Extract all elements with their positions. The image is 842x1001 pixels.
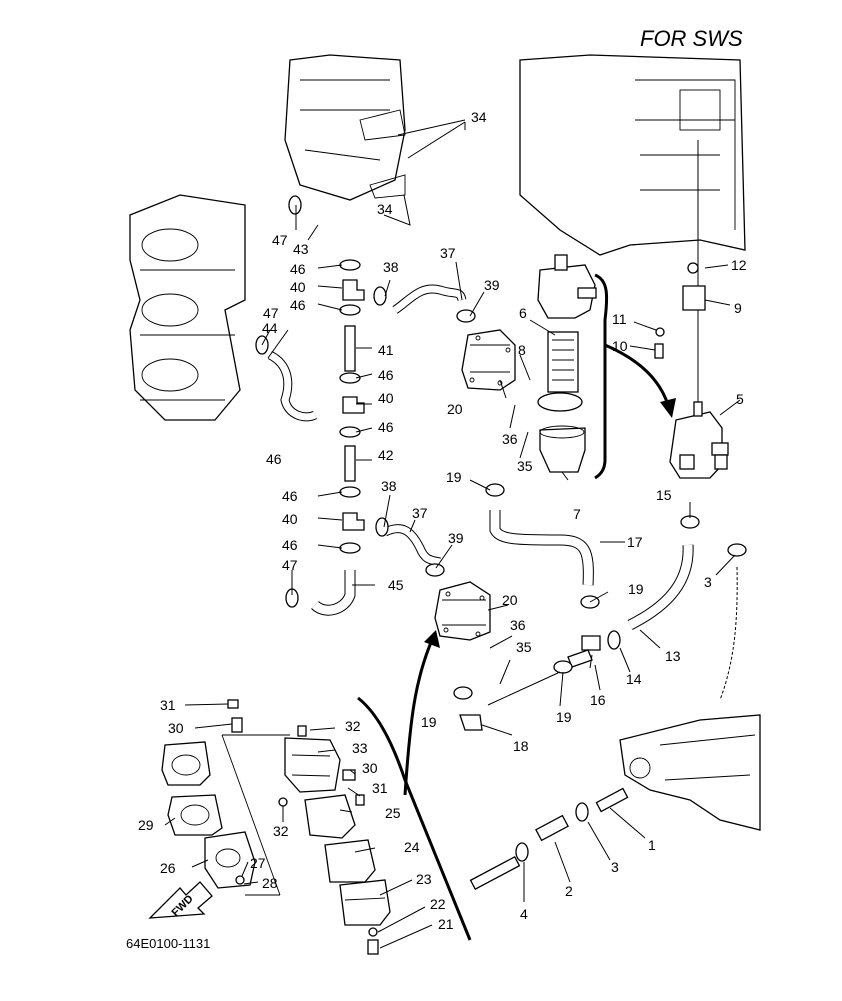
callout: 19: [421, 714, 437, 730]
fwd-direction-icon: FWD: [148, 881, 213, 919]
callout: 3: [611, 859, 619, 875]
callout: 24: [404, 839, 420, 855]
callout-numbers: 34 34 47 43 46 40 46 47 44 41 46 40 46 4…: [138, 109, 747, 932]
callout: 34: [471, 109, 487, 125]
callout: 29: [138, 817, 154, 833]
callout: 8: [518, 342, 526, 358]
callout: 19: [446, 469, 462, 485]
bracket-casting-bottom-right: [619, 714, 761, 831]
callout: 37: [440, 245, 456, 261]
callout: 43: [293, 241, 309, 257]
callout: 19: [556, 709, 572, 725]
callout: 16: [590, 692, 606, 708]
callout: 17: [627, 534, 643, 550]
fuel-filter-assembly: [537, 254, 597, 473]
callout: 40: [282, 511, 298, 527]
callout: 38: [381, 478, 397, 494]
callout: 14: [626, 671, 642, 687]
callout: 32: [345, 718, 361, 734]
callout: 38: [383, 259, 399, 275]
callout: 2: [565, 883, 573, 899]
callout: 7: [573, 506, 581, 522]
callout: 30: [168, 720, 184, 736]
callout: 25: [385, 805, 401, 821]
callout: 39: [484, 277, 500, 293]
callout: 6: [519, 305, 527, 321]
callout: 46: [266, 451, 282, 467]
callout: 46: [378, 419, 394, 435]
callout: 28: [262, 875, 278, 891]
callout: 40: [290, 279, 306, 295]
callout: 47: [282, 557, 298, 573]
fuel-pump-lower: [434, 581, 491, 641]
fuel-filter-group-bracket: [594, 273, 609, 480]
callout: 23: [416, 871, 432, 887]
callout: 22: [430, 896, 446, 912]
fuel-hoses: [267, 209, 738, 891]
callout: 20: [502, 592, 518, 608]
cylinder-head-casting-left: [129, 194, 246, 421]
callout: 5: [736, 391, 744, 407]
callout: 46: [290, 261, 306, 277]
callout: 31: [160, 697, 176, 713]
callout: 34: [377, 201, 393, 217]
callout: 12: [731, 257, 747, 273]
fuel-pump-exploded-group: [161, 696, 472, 955]
callout: 15: [656, 487, 672, 503]
callout: 27: [250, 855, 266, 871]
callout: 46: [282, 488, 298, 504]
callout: 1: [648, 837, 656, 853]
callout: 33: [352, 740, 368, 756]
leader-lines: [164, 119, 741, 949]
fuel-pump-upper: [461, 329, 516, 391]
callout: 32: [273, 823, 289, 839]
callout: 26: [160, 860, 176, 876]
callout: 18: [513, 738, 529, 754]
callout: 30: [362, 760, 378, 776]
callout: 36: [502, 431, 518, 447]
callout: 4: [520, 906, 528, 922]
callout: 3: [704, 574, 712, 590]
diagram-code: 64E0100-1131: [126, 936, 211, 951]
callout: 9: [734, 300, 742, 316]
callout: 36: [510, 617, 526, 633]
callout: 45: [388, 577, 404, 593]
callout: 46: [378, 367, 394, 383]
callout: 46: [290, 297, 306, 313]
tee-joints-and-clamps: [255, 195, 747, 862]
crankcase-casting-right: [519, 54, 746, 256]
callout: 47: [263, 305, 279, 321]
callout: 20: [447, 401, 463, 417]
callout: 39: [448, 530, 464, 546]
callout: 19: [628, 581, 644, 597]
callout: 35: [517, 458, 533, 474]
fuel-joint-assembly: [654, 140, 729, 479]
cylinder-block-casting-top: [284, 54, 406, 201]
flow-arrows: [403, 343, 676, 796]
callout: 13: [665, 648, 681, 664]
callout: 40: [378, 390, 394, 406]
callout: 35: [516, 639, 532, 655]
callout: 10: [612, 338, 628, 354]
callout: 47: [272, 232, 288, 248]
callout: 21: [438, 916, 454, 932]
callout: 41: [378, 342, 394, 358]
callout: 31: [372, 780, 388, 796]
callout: 42: [378, 447, 394, 463]
callout: 37: [412, 505, 428, 521]
diagram-heading: FOR SWS: [640, 26, 743, 51]
callout: 11: [612, 311, 627, 327]
callout: 44: [262, 320, 278, 336]
callout: 46: [282, 537, 298, 553]
